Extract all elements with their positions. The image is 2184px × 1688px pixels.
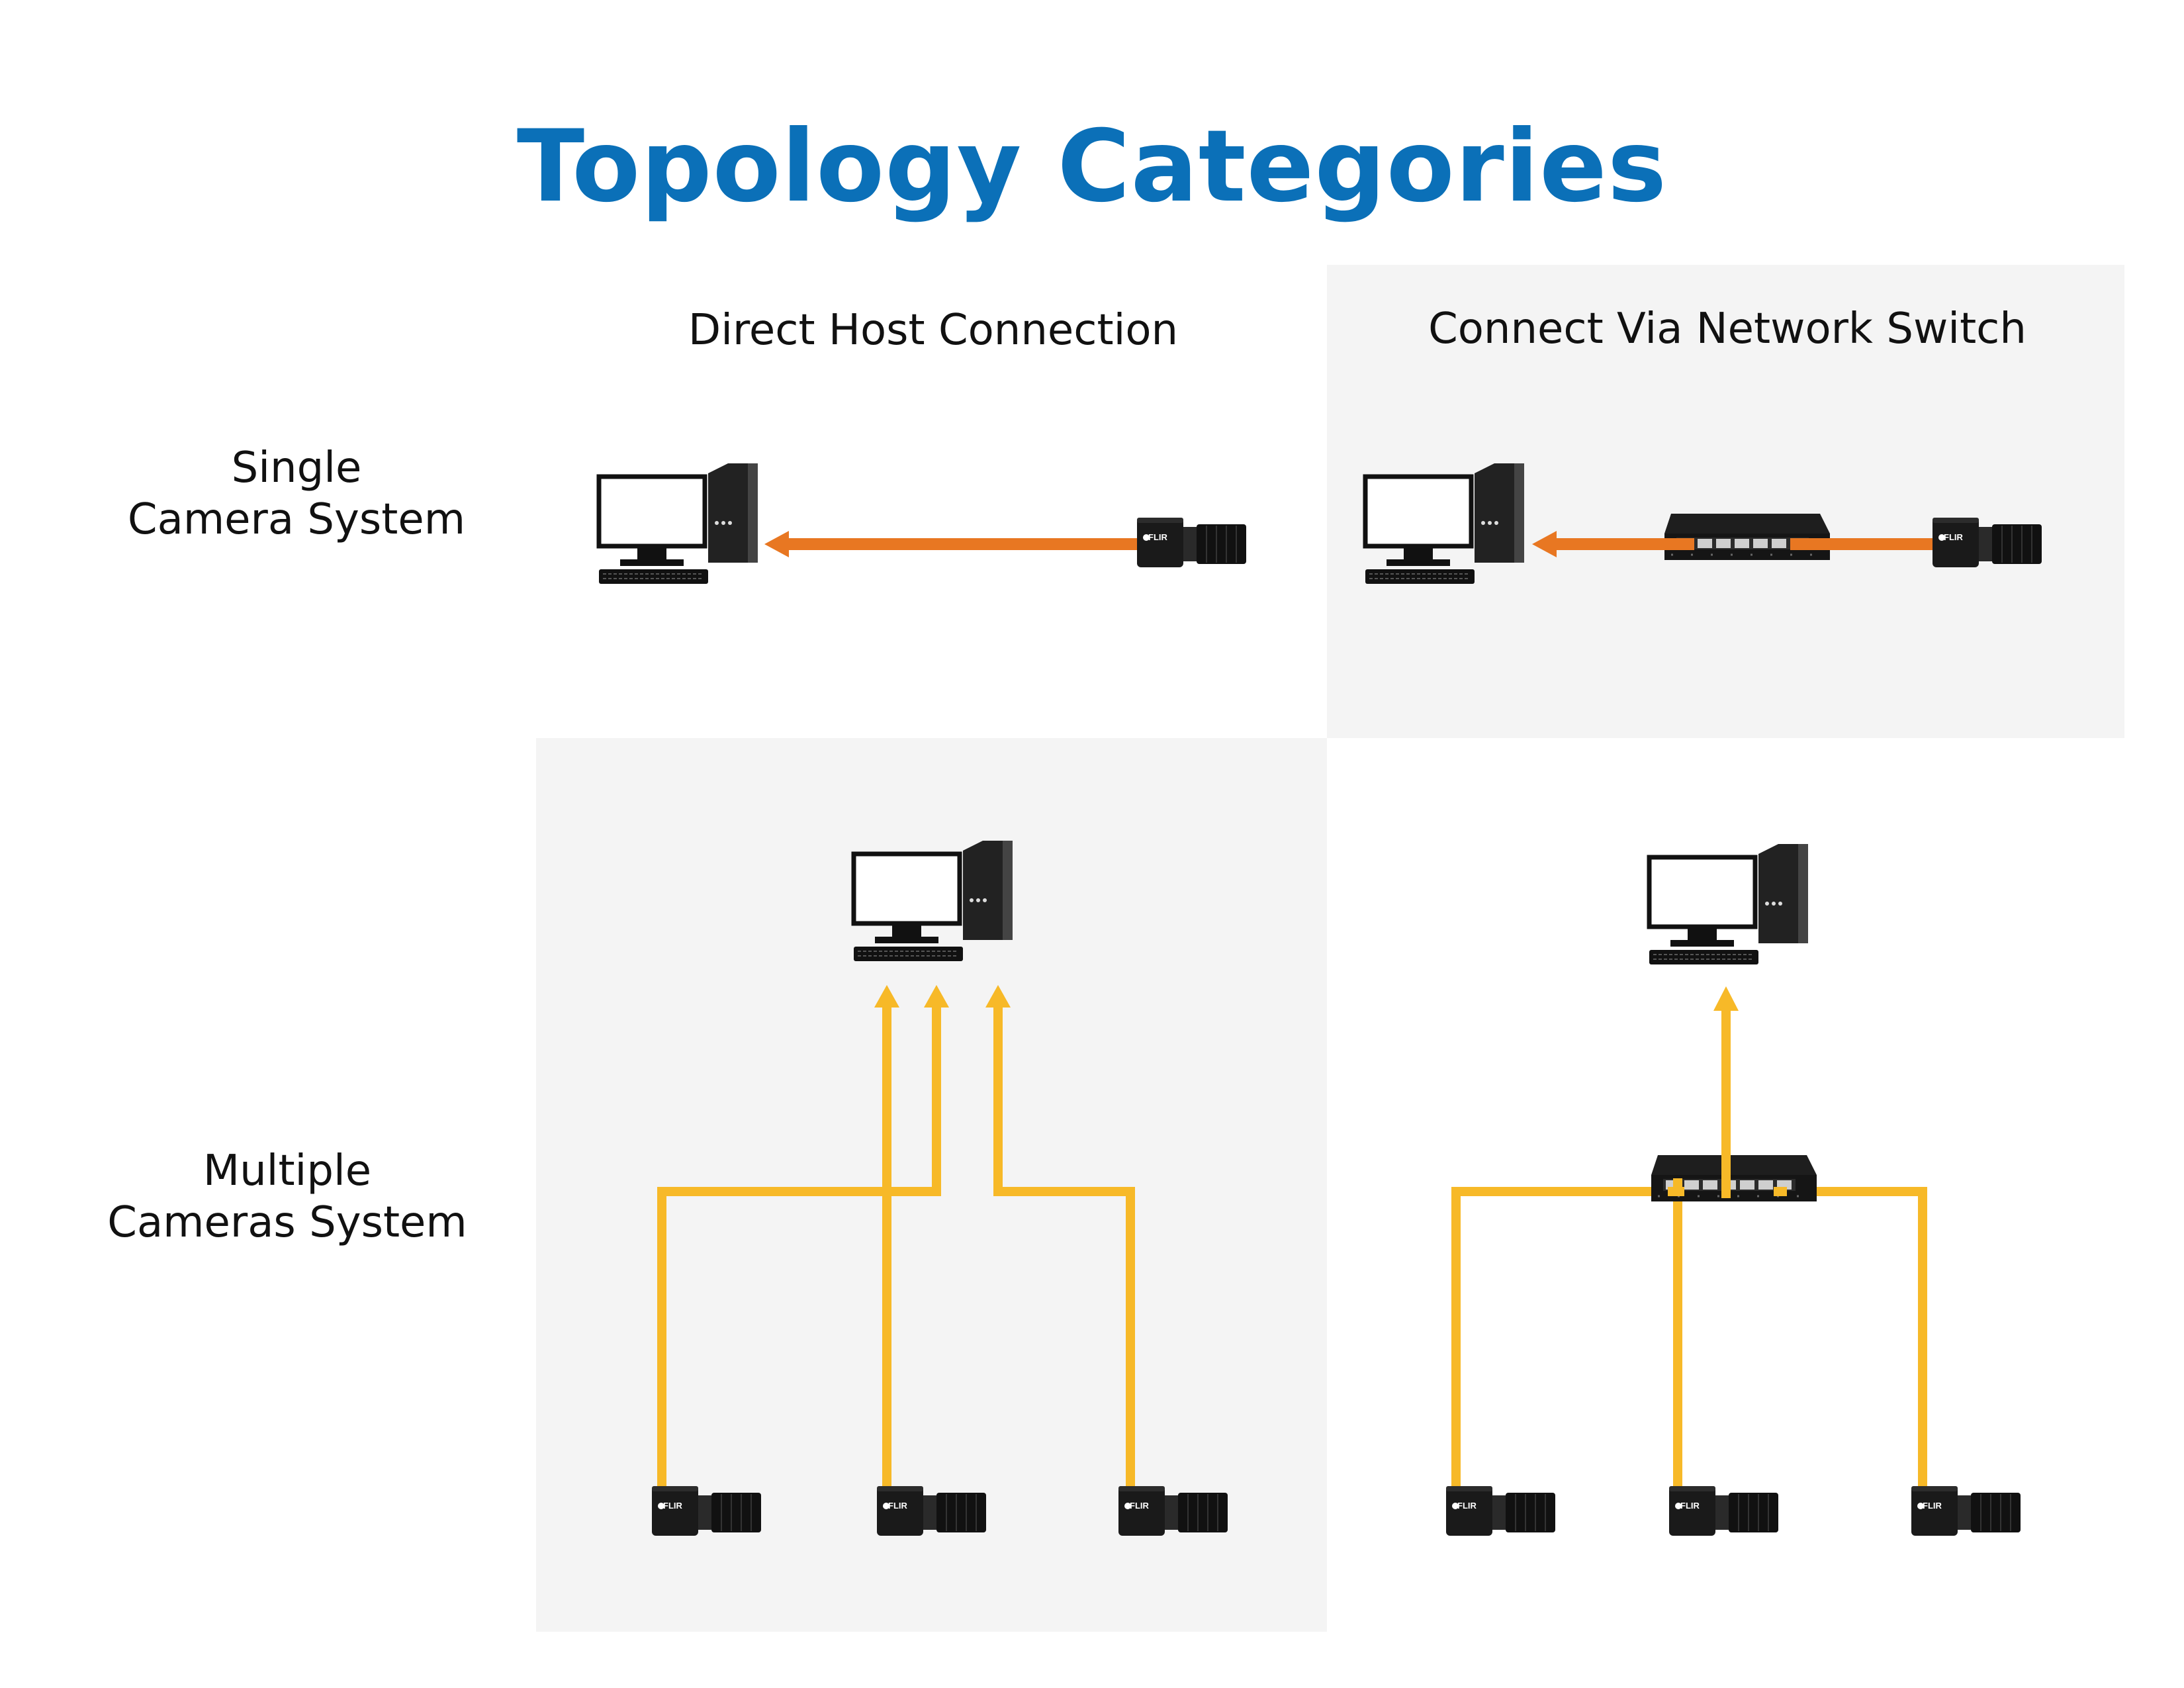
machine-vision-camera-icon: FLIR [876,1485,987,1536]
camera-brand-label: FLIR [1457,1501,1477,1511]
links-multiple-switch-overlay [1668,1009,1787,1198]
machine-vision-camera-icon: FLIR [1118,1485,1228,1536]
arrowheads-multiple-direct [874,985,1011,1008]
column-header-switch: Connect Via Network Switch [1428,305,2026,353]
machine-vision-camera-icon: FLIR [1911,1485,2021,1536]
column-header-direct: Direct Host Connection [688,306,1179,355]
machine-vision-camera-icon: FLIR [1445,1485,1556,1536]
camera-brand-label: FLIR [1944,532,1963,542]
network-switch-icon [1663,512,1831,561]
camera-brand-label: FLIR [1680,1501,1700,1511]
arrowhead-multiple-switch [1713,986,1739,1011]
machine-vision-camera-icon: FLIR [1932,517,2042,568]
row-header-multiple: Multiple Cameras System [102,1145,473,1248]
row-header-multiple-line2: Cameras System [107,1198,467,1248]
camera-brand-label: FLIR [1148,532,1167,542]
camera-brand-label: FLIR [888,1501,907,1511]
row-header-single-line1: Single [231,444,362,492]
camera-brand-label: FLIR [663,1501,682,1511]
machine-vision-camera-icon: FLIR [651,1485,762,1536]
page-title: Topology Categories [516,109,1668,224]
link-single-direct [764,531,1138,557]
machine-vision-camera-icon: FLIR [1136,517,1247,568]
machine-vision-camera-icon: FLIR [1668,1485,1779,1536]
links-multiple-direct [657,1006,1135,1489]
desktop-computer-icon [1365,463,1524,584]
desktop-computer-icon [599,463,758,584]
row-header-multiple-line1: Multiple [203,1147,372,1196]
row-header-single-line2: Camera System [127,495,466,545]
desktop-computer-icon [854,841,1013,961]
camera-brand-label: FLIR [1130,1501,1149,1511]
row-header-single: Single Camera System [111,442,482,545]
desktop-computer-icon [1649,844,1808,964]
links-multiple-switch [1451,1185,1927,1489]
camera-brand-label: FLIR [1923,1501,1942,1511]
